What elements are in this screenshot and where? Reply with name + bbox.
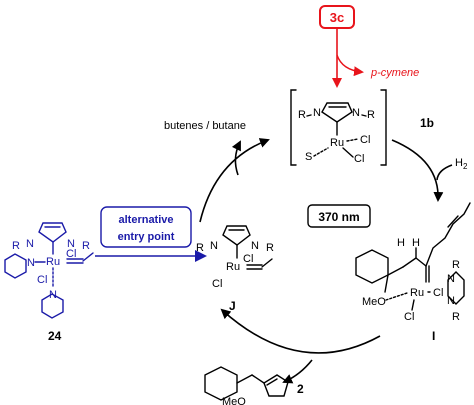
atom-N: N (49, 289, 57, 301)
compound-24: R N N R Ru Cl Cl N N 24 (4, 222, 94, 343)
atom-N: N (447, 295, 455, 307)
alternative-entry: alternative entry point (95, 206, 207, 262)
atom-N: N (27, 257, 35, 269)
alt-entry-line2: entry point (118, 231, 175, 243)
butenes-label: butenes / butane (164, 120, 246, 132)
left-bracket (290, 89, 297, 166)
atom-Ru: Ru (46, 256, 60, 268)
atom-N: N (210, 240, 218, 252)
atom-Cl: Cl (360, 134, 370, 146)
compound-2: MeO 2 (204, 366, 304, 405)
arrow-to-product-2 (282, 359, 313, 384)
atom-R: R (12, 240, 20, 252)
arrow-top-to-I (391, 139, 444, 202)
compound-I-label: I (432, 329, 435, 343)
catalyst-3c-group: 3c p-cymene (319, 5, 419, 88)
light-box: 370 nm (307, 204, 371, 228)
atom-N: N (313, 107, 321, 119)
atom-R: R (266, 242, 274, 254)
atom-Ru: Ru (226, 261, 240, 273)
nhc-ring (321, 102, 353, 123)
atom-R: R (298, 109, 306, 121)
atom-MeO: MeO (362, 296, 386, 308)
alt-entry-line1: alternative (118, 214, 173, 226)
atom-H: H (397, 237, 405, 249)
compound-I: H H MeO Ru Cl Cl N N R R I (355, 202, 471, 343)
atom-N: N (352, 107, 360, 119)
light-label: 370 nm (318, 210, 359, 224)
h2-label: H2 (455, 157, 468, 171)
catalyst-3c-label: 3c (330, 10, 344, 25)
atom-MeO: MeO (222, 396, 246, 405)
atom-Cl: Cl (404, 311, 414, 323)
atom-H: H (412, 237, 420, 249)
compound-24-label: 24 (48, 329, 62, 343)
compound-J: R N N R Ru Cl Cl J (196, 225, 274, 313)
atom-Ru: Ru (410, 287, 424, 299)
atom-Cl: Cl (433, 287, 443, 299)
catalyst-3c-box (319, 5, 355, 29)
right-bracket (380, 89, 387, 166)
atom-Cl: Cl (212, 278, 222, 290)
substrate-1b-label: 1b (420, 116, 434, 130)
atom-N: N (251, 240, 259, 252)
arrow-J-to-top (199, 138, 270, 223)
red-side-arrow (336, 54, 364, 77)
atom-Cl: Cl (37, 274, 47, 286)
atom-N: N (447, 273, 455, 285)
atom-Cl: Cl (66, 248, 76, 260)
atom-Cl: Cl (354, 153, 364, 165)
cycle-arrows: 1b H2 butenes / butane (164, 116, 468, 384)
compound-2-label: 2 (297, 382, 304, 396)
arrow-to-butenes (231, 140, 241, 176)
pcymene-label: p-cymene (370, 67, 419, 79)
atom-R: R (367, 109, 375, 121)
atom-S: S (305, 151, 312, 163)
atom-N: N (26, 238, 34, 250)
atom-N: N (67, 238, 75, 250)
atom-R: R (452, 259, 460, 271)
compound-J-label: J (229, 299, 236, 313)
atom-R: R (82, 240, 90, 252)
atom-R: R (452, 311, 460, 323)
h2-arrow (436, 164, 453, 181)
arrow-I-to-J (220, 308, 381, 354)
atom-Cl: Cl (243, 253, 253, 265)
atom-Ru: Ru (330, 137, 344, 149)
atom-R: R (196, 242, 204, 254)
intermediate-top: N N R R Ru Cl Cl S (290, 89, 387, 166)
